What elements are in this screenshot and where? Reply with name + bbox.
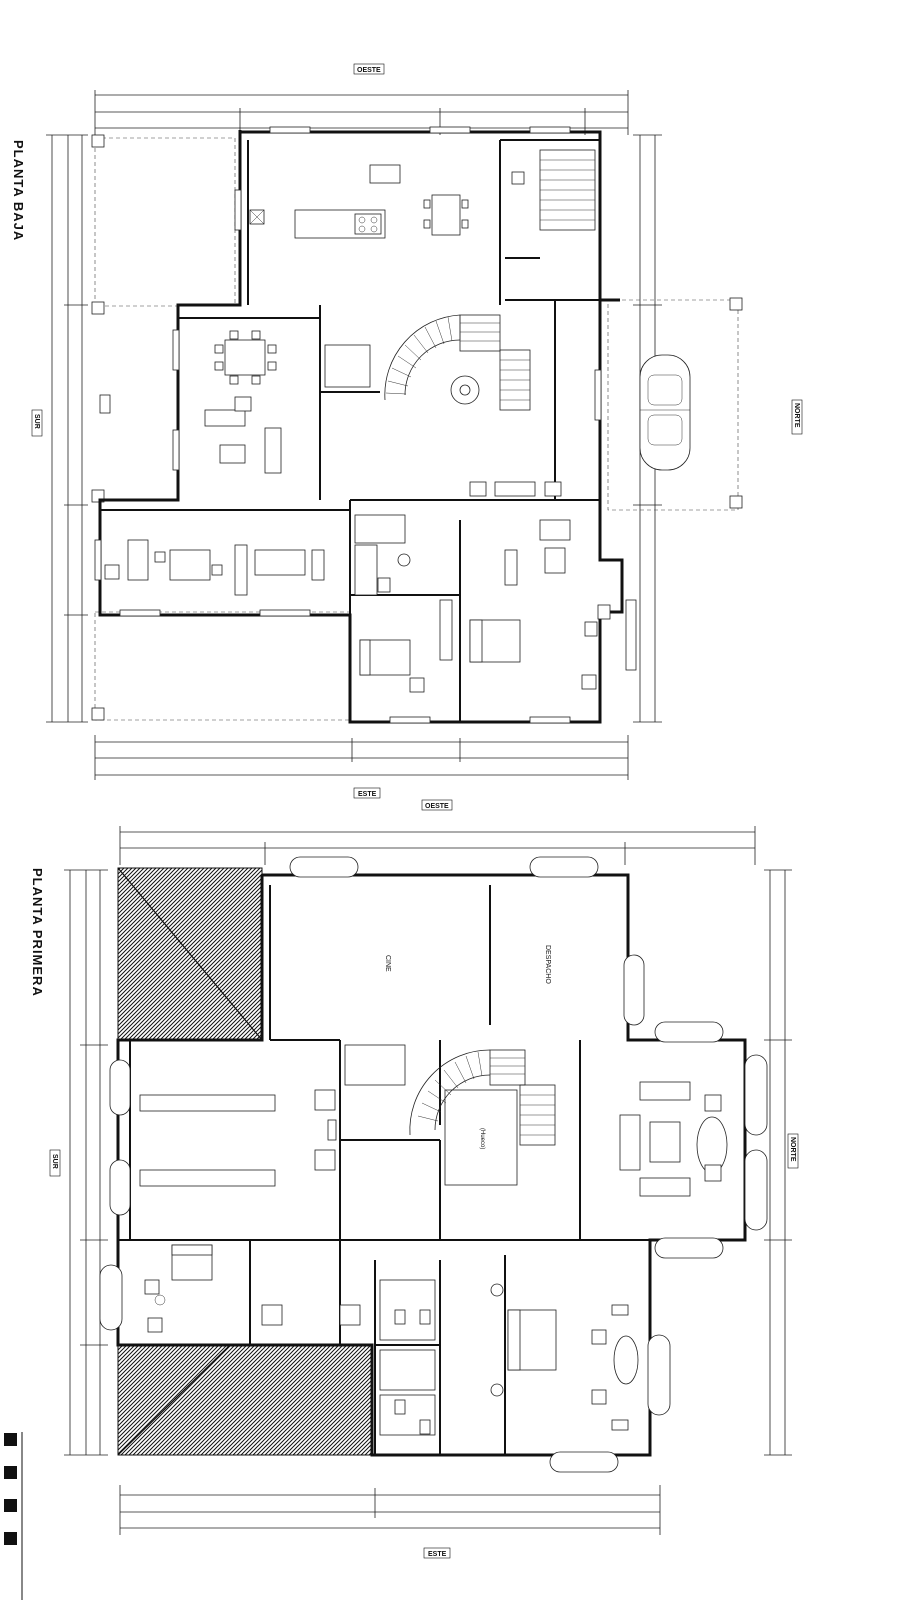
ground-living (204, 330, 282, 474)
ground-service-stair (539, 149, 596, 231)
first-bedroom-small (144, 1244, 361, 1333)
first-east-label: ESTE (428, 1551, 447, 1558)
first-bay-windows (99, 856, 768, 1473)
sheet-margin-markers (4, 1432, 23, 1600)
ground-west-label: OESTE (357, 67, 381, 74)
porch-west (94, 137, 236, 307)
ground-bathrooms (324, 171, 571, 596)
roof-east (117, 1344, 373, 1456)
first-room-hueco-label: (Hueco) (479, 1128, 485, 1149)
first-floor-title: PLANTA PRIMERA (30, 868, 45, 997)
ground-windows (94, 126, 637, 724)
first-room-despacho-label: DESPACHO (544, 945, 551, 984)
ground-kitchen (249, 164, 469, 239)
porch-columns (91, 134, 743, 721)
porch-east (94, 611, 351, 721)
ground-bedrooms (359, 599, 611, 693)
ground-dimension-lines (46, 90, 662, 780)
ground-north-label: NORTE (793, 403, 800, 428)
first-north-label: NORTE (789, 1137, 796, 1162)
carport-porch (607, 299, 739, 511)
first-west-label: OESTE (425, 803, 449, 810)
carport-car (639, 354, 691, 471)
ground-hall-seating (469, 481, 562, 497)
ground-south-label: SUR (33, 414, 40, 429)
ground-floor-plan: PLANTA BAJA OESTE ESTE SUR NORTE (11, 63, 803, 799)
ground-spiral-stair (384, 314, 531, 411)
first-sala-furniture (619, 1081, 728, 1197)
ground-east-label: ESTE (358, 791, 377, 798)
first-south-label: SUR (51, 1154, 58, 1169)
ground-floor-title: PLANTA BAJA (11, 140, 26, 241)
first-room-cine-label: CINE (384, 955, 391, 972)
first-spiral-stair (409, 1049, 556, 1186)
first-dressing-room (139, 1089, 337, 1187)
first-bathrooms (344, 1044, 504, 1436)
first-dimension-lines (64, 826, 792, 1535)
first-master-bedroom (507, 1304, 639, 1431)
first-floor-plan: PLANTA PRIMERA OESTE ESTE SUR NORTE (30, 799, 799, 1559)
ground-office (104, 539, 325, 596)
